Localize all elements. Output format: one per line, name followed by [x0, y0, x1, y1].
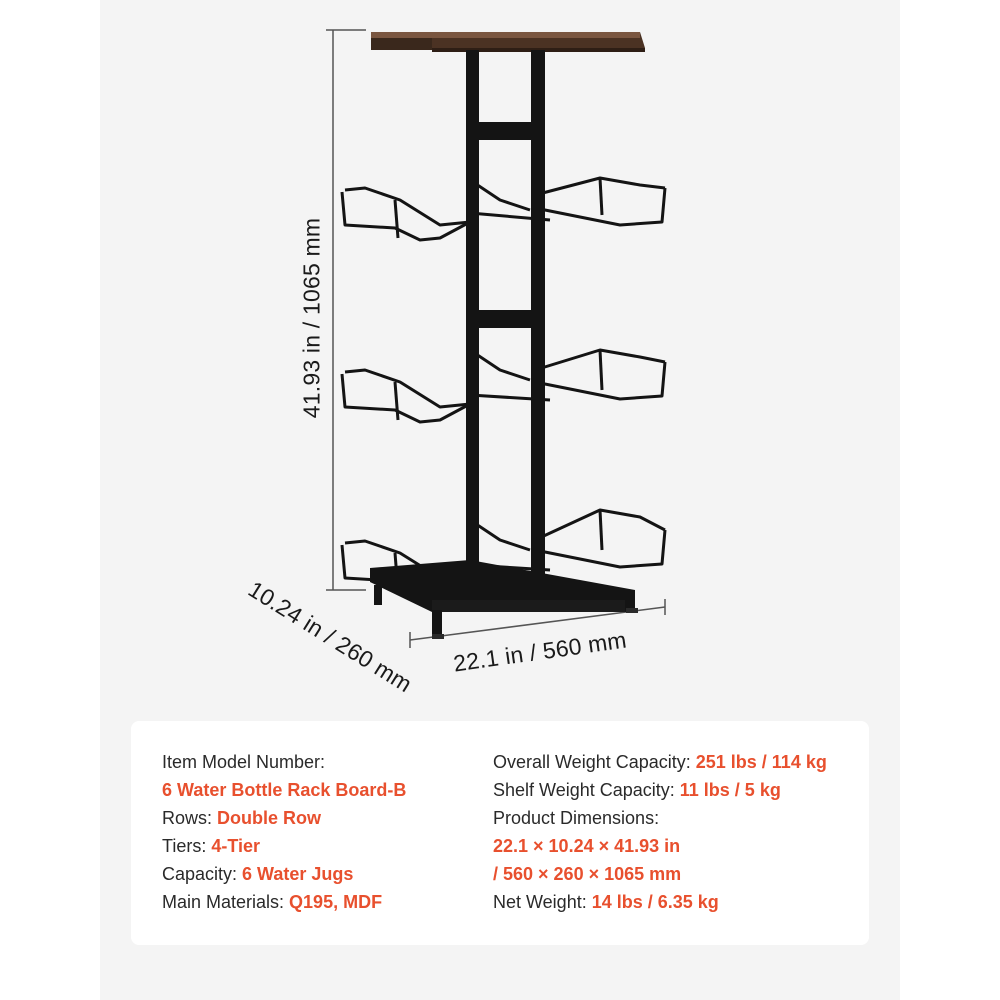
product-dims-value-in: 22.1 × 10.24 × 41.93 in [493, 836, 681, 856]
net-weight-label: Net Weight: [493, 892, 592, 912]
height-dimension-label: 41.93 in / 1065 mm [298, 217, 325, 419]
overall-weight-value: 251 lbs / 114 kg [695, 752, 827, 772]
wooden-top [371, 32, 645, 52]
product-dims-label: Product Dimensions: [493, 808, 660, 828]
shelf-weight-spec: Shelf Weight Capacity: 11 lbs / 5 kg [493, 776, 827, 804]
tiers-label: Tiers: [162, 836, 212, 856]
model-value: 6 Water Bottle Rack Board-B [162, 780, 407, 800]
tiers-value: 4-Tier [211, 836, 261, 856]
spec-column-right: Overall Weight Capacity: 251 lbs / 114 k… [493, 748, 827, 916]
wire-holders [340, 176, 667, 595]
tiers-spec: Tiers: 4-Tier [162, 832, 406, 860]
rows-label: Rows: [162, 808, 218, 828]
rack-drawing [326, 29, 667, 648]
materials-spec: Main Materials: Q195, MDF [162, 888, 406, 916]
shelf-weight-value: 11 lbs / 5 kg [679, 780, 781, 800]
spec-column-left: Item Model Number: 6 Water Bottle Rack B… [162, 748, 406, 916]
net-weight-spec: Net Weight: 14 lbs / 6.35 kg [493, 888, 827, 916]
spec-card: Item Model Number: 6 Water Bottle Rack B… [131, 721, 869, 945]
capacity-value: 6 Water Jugs [242, 864, 354, 884]
materials-label: Main Materials: [162, 892, 290, 912]
product-illustration: 41.93 in / 1065 mm 22.1 in / 560 mm 10.2… [244, 29, 667, 697]
capacity-label: Capacity: [162, 864, 243, 884]
rack-uprights [466, 50, 545, 590]
width-dimension-line [409, 599, 666, 648]
product-dims-value-mm: / 560 × 260 × 1065 mm [493, 864, 682, 884]
materials-value: Q195, MDF [289, 892, 383, 912]
model-label: Item Model Number: [162, 752, 326, 772]
net-weight-value: 14 lbs / 6.35 kg [591, 892, 719, 912]
overall-weight-spec: Overall Weight Capacity: 251 lbs / 114 k… [493, 748, 827, 776]
rows-value: Double Row [217, 808, 322, 828]
overall-weight-label: Overall Weight Capacity: [493, 752, 696, 772]
capacity-spec: Capacity: 6 Water Jugs [162, 860, 406, 888]
height-dimension-line [326, 29, 366, 591]
shelf-weight-label: Shelf Weight Capacity: [493, 780, 680, 800]
rack-base [370, 560, 638, 639]
rows-spec: Rows: Double Row [162, 804, 406, 832]
